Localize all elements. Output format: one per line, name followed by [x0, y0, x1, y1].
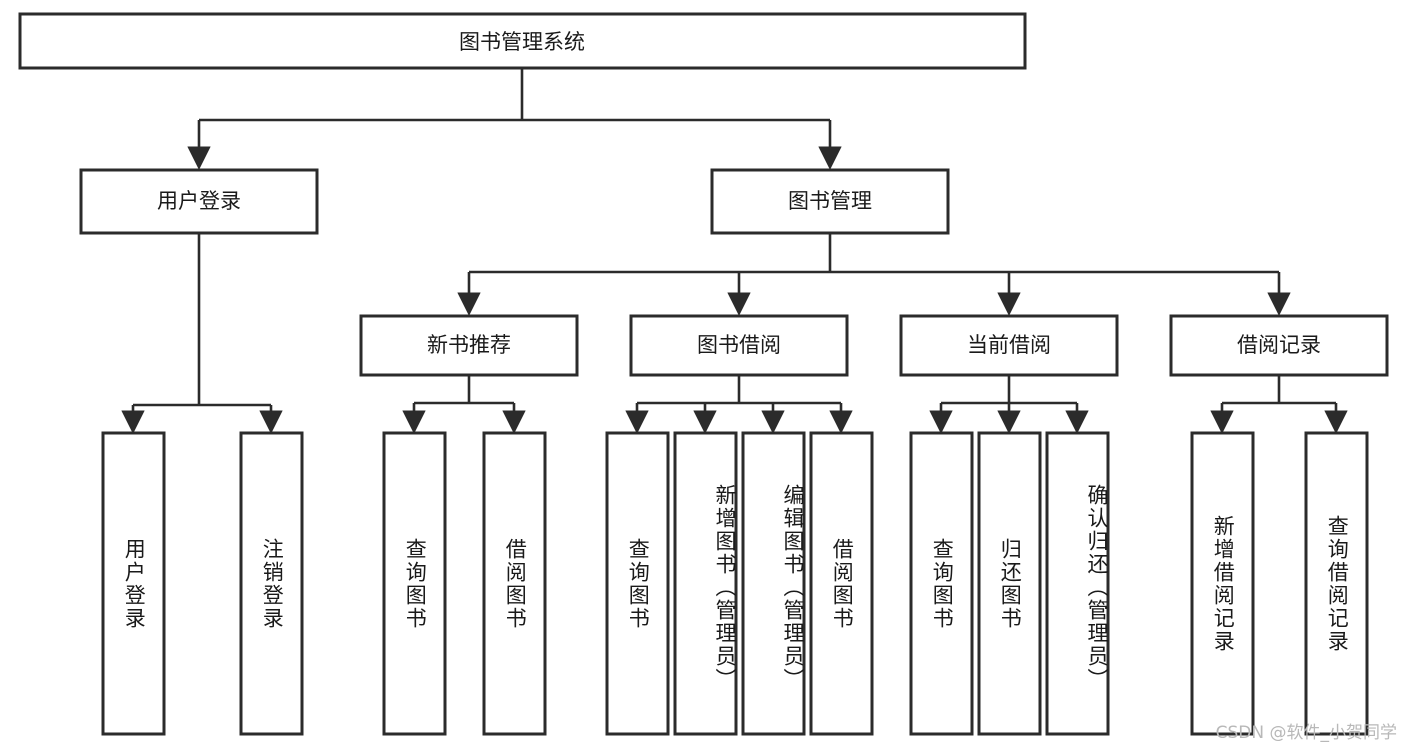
node-user-login-label: 用户登录 [157, 189, 241, 213]
node-root-label: 图书管理系统 [459, 30, 585, 54]
leaf-book-borrow-1-box[interactable] [605, 431, 670, 736]
leaf-new-book-2-box[interactable] [482, 431, 547, 736]
watermark-text: CSDN @软件_小贺同学 [1215, 723, 1397, 743]
node-current-borrow-box[interactable] [899, 314, 1119, 377]
leaf-book-borrow-2-box[interactable] [673, 431, 738, 736]
node-book-borrow-label: 图书借阅 [697, 333, 781, 357]
leaf-current-borrow-3-box[interactable] [1045, 431, 1110, 736]
node-user-login-box[interactable] [79, 168, 319, 235]
leaf-book-borrow-4-box[interactable] [809, 431, 874, 736]
node-borrow-record-label: 借阅记录 [1237, 333, 1321, 357]
leaf-book-borrow-3-box[interactable] [741, 431, 806, 736]
leaf-current-borrow-2-box[interactable] [977, 431, 1042, 736]
leaf-new-book-1-box[interactable] [382, 431, 447, 736]
node-new-book-recommend-box[interactable] [359, 314, 579, 377]
node-book-manage-label: 图书管理 [788, 189, 872, 213]
node-book-borrow-box[interactable] [629, 314, 849, 377]
leaf-user-login-2-box[interactable] [239, 431, 304, 736]
node-new-book-recommend-label: 新书推荐 [427, 333, 511, 357]
node-borrow-record-box[interactable] [1169, 314, 1389, 377]
leaf-borrow-record-1-box[interactable] [1190, 431, 1255, 736]
node-root-box[interactable] [18, 12, 1027, 70]
node-layer: 图书管理系统 用户登录 图书管理 新书推荐 图书借阅 当前借阅 借阅记录 [18, 12, 1389, 736]
leaf-borrow-record-2-box[interactable] [1304, 431, 1369, 736]
node-current-borrow-label: 当前借阅 [967, 333, 1051, 357]
leaf-current-borrow-1-box[interactable] [909, 431, 974, 736]
leaf-user-login-1-box[interactable] [101, 431, 166, 736]
node-book-manage-box[interactable] [710, 168, 950, 235]
connector-layer [121, 68, 1348, 434]
